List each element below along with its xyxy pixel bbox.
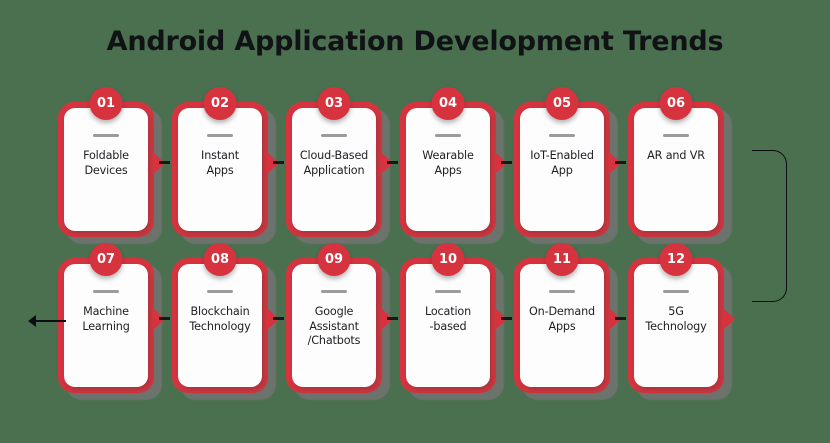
card-label: Cloud-Based Application: [299, 149, 369, 177]
card-divider: [663, 134, 689, 137]
card-number-badge: 10: [431, 243, 465, 276]
card-number-badge: 06: [659, 87, 693, 120]
card-number-badge: 01: [89, 87, 123, 120]
card-connector-dash: [501, 161, 512, 164]
card-connector-dash: [159, 317, 170, 320]
card-body: Location -based: [406, 264, 490, 387]
card-divider: [207, 134, 233, 137]
card-divider: [93, 290, 119, 293]
card-label: IoT-Enabled App: [530, 149, 594, 177]
card-body: Machine Learning: [64, 264, 148, 387]
card-connector-dash: [501, 317, 512, 320]
trend-card[interactable]: Instant Apps 02: [172, 87, 279, 244]
card-connector-dash: [387, 161, 398, 164]
trend-card[interactable]: Location -based 10: [400, 243, 507, 400]
card-number-badge: 02: [203, 87, 237, 120]
card-divider: [549, 134, 575, 137]
trend-card[interactable]: Wearable Apps 04: [400, 87, 507, 244]
card-label: AR and VR: [647, 149, 705, 162]
card-label: Foldable Devices: [83, 149, 129, 177]
card-connector-dash: [273, 317, 284, 320]
card-body: Foldable Devices: [64, 108, 148, 231]
trend-card[interactable]: IoT-Enabled App 05: [514, 87, 621, 244]
trend-card[interactable]: Machine Learning 07: [58, 243, 165, 400]
card-number-badge: 03: [317, 87, 351, 120]
card-connector-dash: [615, 161, 626, 164]
wraparound-connector-line: [752, 150, 787, 302]
card-number-badge: 11: [545, 243, 579, 276]
flow-exit-arrow-icon: [28, 314, 66, 328]
card-connector-dash: [273, 161, 284, 164]
card-label: 5G Technology: [645, 305, 707, 333]
card-body: IoT-Enabled App: [520, 108, 604, 231]
card-number-badge: 04: [431, 87, 465, 120]
card-connector-dash: [615, 317, 626, 320]
page-title: Android Application Development Trends: [106, 26, 724, 57]
card-connector-dash: [159, 161, 170, 164]
card-divider: [435, 290, 461, 293]
card-label: Instant Apps: [201, 149, 239, 177]
card-label: Machine Learning: [82, 305, 130, 333]
card-body: On-Demand Apps: [520, 264, 604, 387]
card-label: Location -based: [424, 305, 472, 333]
card-body: Blockchain Technology: [178, 264, 262, 387]
card-body: Google Assistant /Chatbots: [292, 264, 376, 387]
arrow-shaft: [34, 320, 66, 322]
card-divider: [93, 134, 119, 137]
card-label: Blockchain Technology: [189, 305, 251, 333]
card-number-badge: 12: [659, 243, 693, 276]
card-label: Google Assistant /Chatbots: [307, 305, 361, 347]
trend-card[interactable]: On-Demand Apps 11: [514, 243, 621, 400]
card-label: Wearable Apps: [422, 149, 474, 177]
arrow-head: [28, 315, 36, 327]
trend-card[interactable]: Google Assistant /Chatbots 09: [286, 243, 393, 400]
card-arrow-right-icon: [723, 308, 735, 330]
card-divider: [207, 290, 233, 293]
card-connector-dash: [387, 317, 398, 320]
card-number-badge: 08: [203, 243, 237, 276]
trend-card[interactable]: 5G Technology 12: [628, 243, 735, 400]
card-divider: [321, 290, 347, 293]
card-divider: [663, 290, 689, 293]
card-divider: [321, 134, 347, 137]
trend-card[interactable]: AR and VR 06: [628, 87, 732, 244]
card-number-badge: 09: [317, 243, 351, 276]
card-number-badge: 07: [89, 243, 123, 276]
card-body: Instant Apps: [178, 108, 262, 231]
card-label: On-Demand Apps: [528, 305, 596, 333]
card-divider: [549, 290, 575, 293]
card-body: Cloud-Based Application: [292, 108, 376, 231]
trend-card[interactable]: Foldable Devices 01: [58, 87, 165, 244]
trend-card[interactable]: Cloud-Based Application 03: [286, 87, 393, 244]
card-body: AR and VR: [634, 108, 718, 231]
trend-card[interactable]: Blockchain Technology 08: [172, 243, 279, 400]
card-number-badge: 05: [545, 87, 579, 120]
card-body: 5G Technology: [634, 264, 718, 387]
card-body: Wearable Apps: [406, 108, 490, 231]
card-divider: [435, 134, 461, 137]
